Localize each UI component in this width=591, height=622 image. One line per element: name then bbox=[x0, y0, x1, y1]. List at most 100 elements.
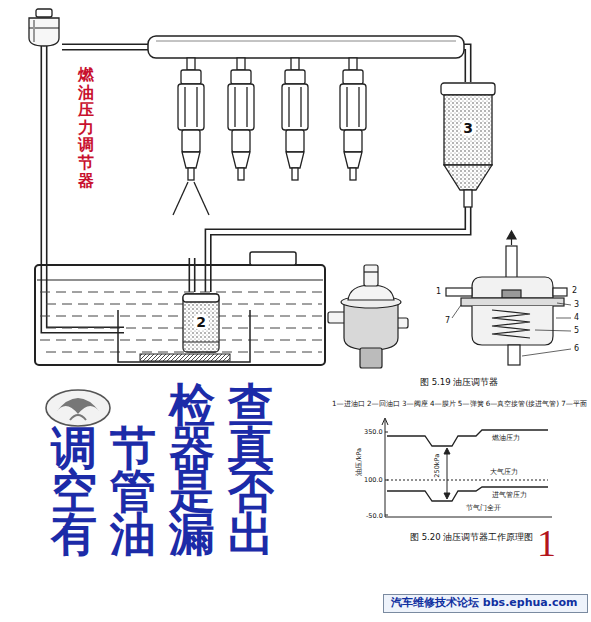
logo bbox=[46, 390, 110, 426]
pressure-chart bbox=[387, 487, 548, 501]
fuel-tank bbox=[40, 316, 322, 317]
leader-line bbox=[452, 305, 461, 318]
pressure-chart bbox=[387, 480, 548, 481]
regulator-section bbox=[553, 288, 567, 296]
fuel-filter-outline bbox=[444, 95, 492, 165]
regulator-3d bbox=[344, 302, 398, 350]
fuel-pump-outline bbox=[183, 294, 219, 352]
injector bbox=[178, 58, 366, 180]
regulator-section bbox=[507, 231, 516, 239]
fuel-tank bbox=[35, 265, 325, 365]
fuel-filter: 3 bbox=[440, 82, 496, 207]
leader-line bbox=[535, 330, 571, 331]
return-pipe bbox=[44, 46, 124, 330]
fuel-spray bbox=[173, 182, 209, 215]
axis-value: 350.0 bbox=[364, 429, 383, 436]
pressure-chart bbox=[387, 430, 548, 446]
callout-number: 7 bbox=[445, 316, 450, 325]
fuel-rail bbox=[148, 36, 464, 58]
pressure-regulator-outline bbox=[36, 9, 52, 17]
figure-caption: 图 5.20 油压调节器工作原理图 bbox=[410, 533, 533, 543]
fuel-pump-outline bbox=[183, 294, 219, 302]
part-name: 燃油压力调节器 bbox=[78, 66, 94, 189]
fuel-rail-line bbox=[156, 41, 456, 42]
logo bbox=[46, 390, 110, 426]
callout-number: 6 bbox=[574, 344, 579, 353]
fuel-tank bbox=[46, 352, 322, 353]
curve-label: 大气压力 bbox=[490, 469, 518, 476]
callout-number: 5 bbox=[574, 326, 579, 335]
dimension: 250kPa bbox=[434, 454, 441, 478]
injector bbox=[282, 58, 308, 180]
curve-label: 燃油压力 bbox=[492, 435, 520, 442]
axis-value: 100.0 bbox=[364, 477, 383, 484]
pressure-chart bbox=[382, 418, 552, 517]
pressure-regulator-outline bbox=[33, 20, 35, 42]
logo bbox=[70, 415, 86, 420]
regulator-3d bbox=[348, 285, 394, 300]
axis-title: 油压/kPa bbox=[356, 448, 363, 476]
fuel-tank bbox=[140, 354, 230, 361]
callout-number: 1 bbox=[436, 287, 441, 296]
regulator-section bbox=[472, 306, 553, 345]
leader-line bbox=[556, 318, 571, 319]
pressure-regulator-outline bbox=[26, 8, 62, 48]
curve-label: 节气门全开 bbox=[466, 505, 501, 512]
return-pipe bbox=[44, 46, 124, 330]
regulator-3d bbox=[364, 271, 378, 272]
fuel-filter-outline bbox=[441, 83, 495, 95]
fuel-filter-outline bbox=[440, 82, 496, 207]
warning-text: 检查 调节器真 空管是否 有油漏出 bbox=[22, 384, 287, 556]
pressure-chart bbox=[385, 420, 552, 517]
regulator-3d bbox=[360, 348, 382, 368]
logo bbox=[56, 398, 100, 414]
fuel-filter-outline bbox=[444, 165, 492, 190]
regulator-section bbox=[506, 246, 517, 278]
regulator-section bbox=[492, 310, 530, 338]
fuel-spray bbox=[194, 182, 209, 215]
pump-vent-pipe bbox=[192, 258, 193, 292]
regulator-section bbox=[446, 288, 472, 296]
regulator-section bbox=[446, 231, 567, 365]
pump-vent-pipe bbox=[189, 258, 196, 292]
axis-value: -50.0 bbox=[366, 513, 383, 520]
fuel-tank bbox=[37, 279, 323, 280]
injector bbox=[228, 58, 254, 180]
leader-line bbox=[522, 349, 571, 356]
fuel-pipe bbox=[208, 207, 468, 292]
leader-line bbox=[557, 303, 571, 305]
fuel-pump-outline bbox=[183, 342, 219, 343]
fuel-tank bbox=[250, 252, 296, 265]
regulator-section bbox=[472, 277, 553, 298]
pressure-regulator-outline bbox=[29, 18, 59, 46]
fuel-tank bbox=[40, 340, 322, 341]
pressure-chart bbox=[444, 448, 450, 499]
fuel-pipe bbox=[208, 207, 468, 292]
injector bbox=[340, 58, 366, 180]
pressure-chart bbox=[382, 418, 388, 425]
figure-caption: 图 5.19 油压调节器 bbox=[420, 378, 498, 388]
callout-number: 4 bbox=[574, 313, 579, 322]
fuel-pump: 2 bbox=[180, 292, 222, 354]
pump-vent-pipe bbox=[190, 258, 194, 292]
regulator-section bbox=[461, 298, 564, 306]
regulator-3d bbox=[364, 265, 378, 286]
pressure-chart bbox=[447, 452, 448, 495]
watermark: 汽车维修技术论坛 bbs.ephua.com bbox=[384, 595, 587, 612]
regulator-section bbox=[511, 238, 512, 245]
fuel-filter-outline bbox=[464, 190, 472, 207]
fuel-tank bbox=[40, 292, 322, 352]
callout-number: 2 bbox=[572, 286, 577, 295]
fuel-pipe bbox=[208, 207, 468, 292]
fuel-spray bbox=[173, 182, 188, 215]
leader-line bbox=[452, 303, 571, 356]
pressure-chart bbox=[385, 432, 388, 515]
curve-label: 进气管压力 bbox=[492, 492, 527, 499]
pressure-regulator: 燃油压力调节器 bbox=[26, 8, 62, 48]
page-number: 1 bbox=[537, 524, 556, 562]
regulator-3d bbox=[328, 312, 346, 323]
callout-number: 3 bbox=[460, 120, 476, 136]
footer-box: 汽车维修技术论坛 bbs.ephua.com bbox=[383, 594, 588, 613]
callout-number: 2 bbox=[193, 314, 209, 330]
